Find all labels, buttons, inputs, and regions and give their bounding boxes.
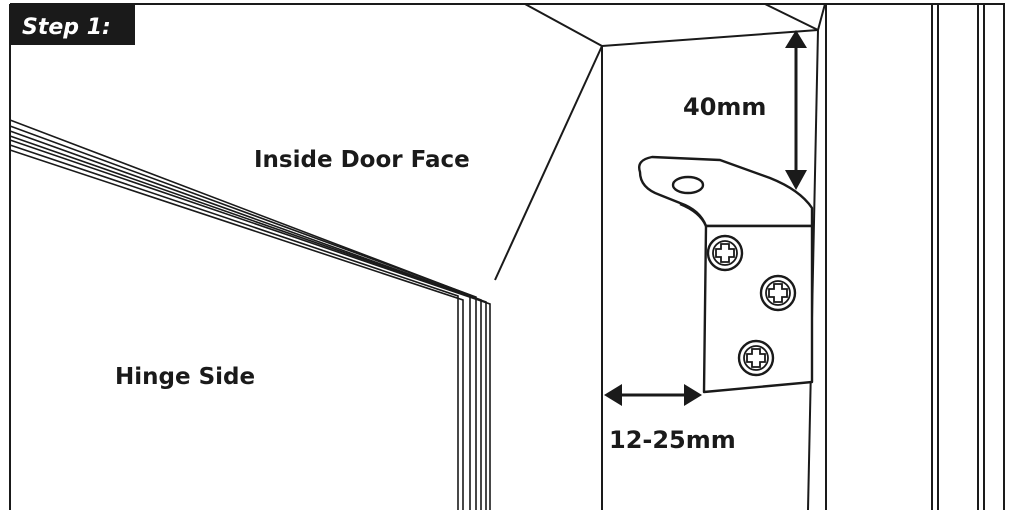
- screw-middle: [759, 274, 797, 312]
- label-top-offset: 40mm: [683, 93, 766, 121]
- door-top-plane: [494, 3, 826, 281]
- door-frame-lines: [931, 4, 985, 510]
- diagram-frame: [9, 3, 1005, 510]
- step-badge: Step 1:: [11, 5, 135, 45]
- screw-top: [706, 234, 744, 272]
- dimension-arrow-horizontal: [604, 384, 702, 406]
- step-badge-label: Step 1:: [22, 15, 111, 40]
- mounting-bracket: [638, 155, 814, 394]
- label-inside-door-face: Inside Door Face: [254, 147, 470, 173]
- label-side-offset: 12-25mm: [609, 426, 736, 454]
- door-seal: [9, 119, 491, 510]
- screw-bottom: [737, 339, 775, 377]
- label-hinge-side: Hinge Side: [115, 364, 255, 390]
- dimension-arrow-vertical: [785, 30, 807, 190]
